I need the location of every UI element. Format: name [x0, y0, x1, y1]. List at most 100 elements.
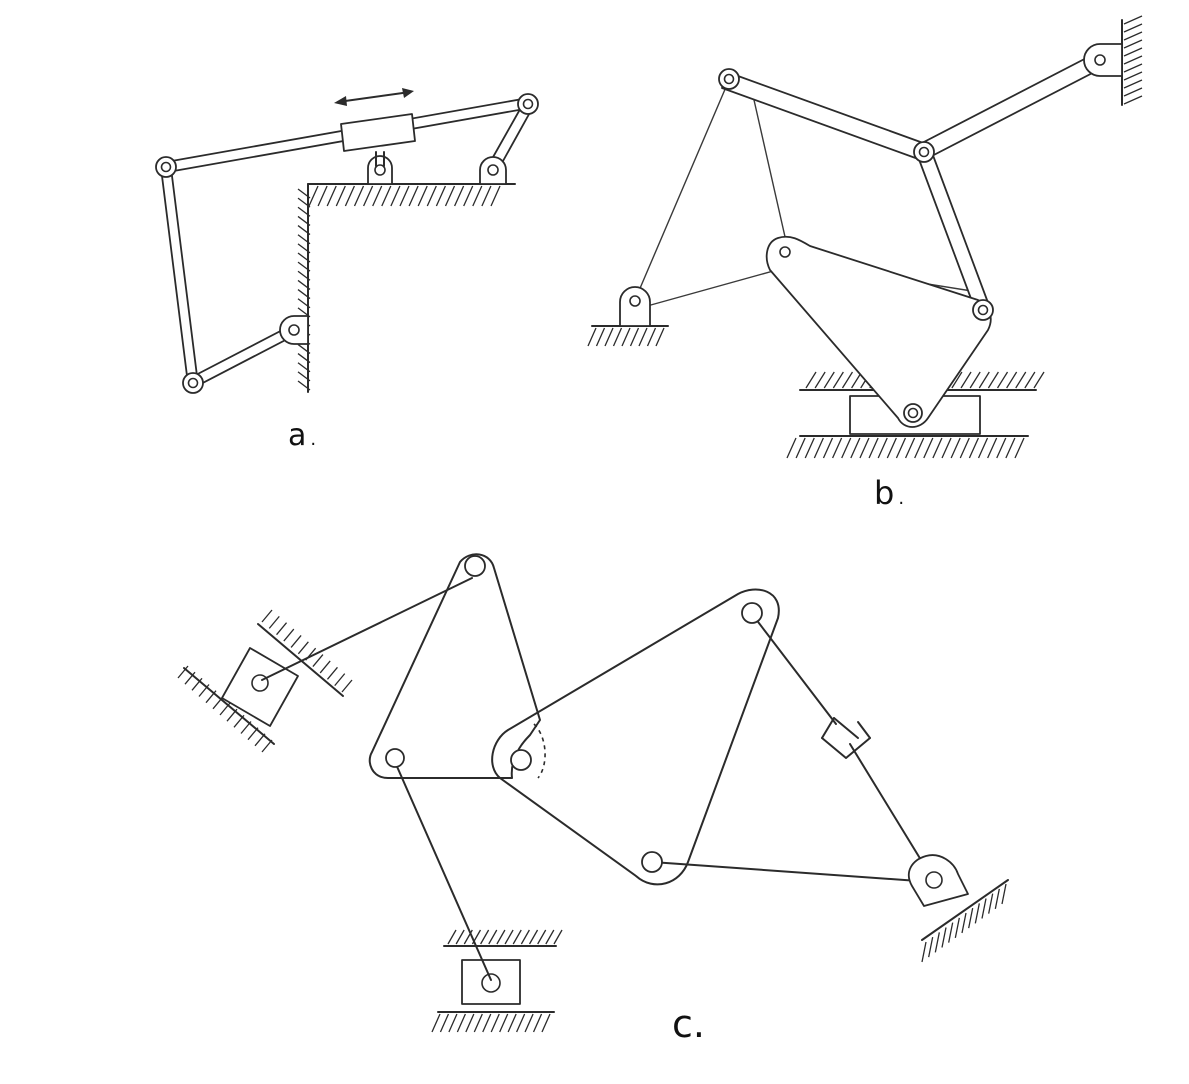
hatch-line [344, 185, 355, 207]
hatch-line [439, 1013, 450, 1033]
pivot-b-left [619, 286, 651, 327]
hatch-line [886, 437, 897, 459]
hatch-line [1033, 371, 1045, 389]
hatch-line [297, 215, 311, 226]
hatch-line [297, 197, 311, 208]
hatch-line [795, 437, 806, 459]
hatch-line [804, 437, 815, 459]
link-b-arm [919, 51, 1107, 159]
hatch-line [1123, 23, 1143, 33]
hatch-line [261, 739, 273, 753]
joint-b-top-left [718, 68, 740, 90]
hatch-line [921, 941, 927, 963]
pivot-b-wall [1083, 43, 1123, 77]
joint-c-center [510, 749, 532, 771]
joint-a-left-top [155, 156, 177, 178]
hatch-line [1123, 47, 1143, 57]
hatch-line [212, 696, 224, 710]
hatch-line [481, 185, 492, 207]
ground-b-left [587, 325, 669, 347]
hatch-line [297, 234, 311, 245]
hatch-line [1015, 371, 1027, 389]
pivot-c-right [907, 854, 969, 907]
hatch-line [960, 371, 972, 389]
hatch-line [595, 327, 606, 347]
hatch-line [655, 327, 665, 347]
hatch-line [1014, 437, 1025, 459]
hatch-line [604, 327, 614, 347]
hatch-line [841, 371, 854, 389]
hatch-line [297, 380, 311, 391]
hatch-line [832, 371, 844, 389]
hatch-line [488, 929, 498, 945]
hatch-line [226, 708, 238, 722]
ground-c-bottom [431, 929, 563, 1033]
hatch-line [490, 185, 501, 207]
hatch-line [923, 437, 934, 459]
hatch-line [977, 437, 989, 459]
hatch-line [472, 185, 483, 207]
hatch-line [191, 677, 203, 691]
hatch-line [1123, 39, 1143, 49]
hatch-line [297, 353, 311, 364]
hatch-line [512, 929, 522, 945]
hatch-line [496, 929, 506, 945]
joint-b-triangle-left [779, 246, 791, 258]
hatch-line [381, 185, 392, 207]
hatch-line [399, 185, 410, 207]
joint-c-top [464, 555, 486, 577]
hatch-line [545, 929, 555, 945]
hatch-line [996, 437, 1007, 459]
hatch-line [961, 912, 967, 934]
hatch-line [537, 929, 547, 945]
hatch-line [813, 437, 824, 459]
hatch-line [297, 188, 311, 199]
mechanism-b [587, 15, 1143, 459]
hatch-line [621, 327, 631, 347]
hatch-line [490, 1013, 500, 1033]
slider-support-a [367, 151, 393, 185]
hatch-line [363, 185, 374, 207]
hatch-line [928, 937, 934, 958]
hatch-line [974, 903, 980, 924]
hatch-line [247, 727, 259, 741]
hatch-line [1123, 31, 1143, 41]
hatch-line [959, 437, 970, 459]
hatch-line [504, 929, 514, 945]
label-a-mark: . [310, 429, 317, 450]
hatch-line [297, 252, 311, 263]
hatch-line [205, 690, 217, 704]
hatch-line [219, 702, 231, 716]
hatch-line [914, 437, 925, 459]
joint-b-right [972, 299, 994, 321]
hatch-line [1123, 63, 1143, 73]
hatch-line [297, 343, 311, 354]
hatch-line [177, 665, 189, 679]
hatch-line [473, 1013, 483, 1033]
ground-a [297, 183, 516, 393]
hatch-line [1123, 95, 1143, 105]
label-b: b. [874, 474, 904, 512]
hatch-line [335, 185, 346, 207]
hatch-line [312, 654, 324, 667]
hatch-line [353, 185, 365, 207]
hatch-line [553, 929, 563, 945]
hatch-line [969, 371, 981, 389]
hatch-line [1123, 87, 1143, 97]
hatch-line [1005, 437, 1016, 459]
joint-c-left [385, 748, 405, 768]
hatch-line [904, 437, 916, 459]
hatch-line [240, 721, 252, 734]
hatch-line [297, 289, 311, 300]
hatch-line [426, 185, 437, 207]
hatch-line [454, 185, 465, 207]
joint-b-top-right [913, 141, 935, 163]
link-b-top [721, 71, 927, 161]
slider-block-c-incline [221, 647, 299, 727]
hatch-line [1123, 71, 1143, 81]
hatch-line [233, 714, 245, 728]
hatch-line [326, 666, 338, 680]
hatch-line [978, 371, 990, 389]
hatch-line [372, 185, 383, 207]
hatch-line [541, 1013, 551, 1033]
